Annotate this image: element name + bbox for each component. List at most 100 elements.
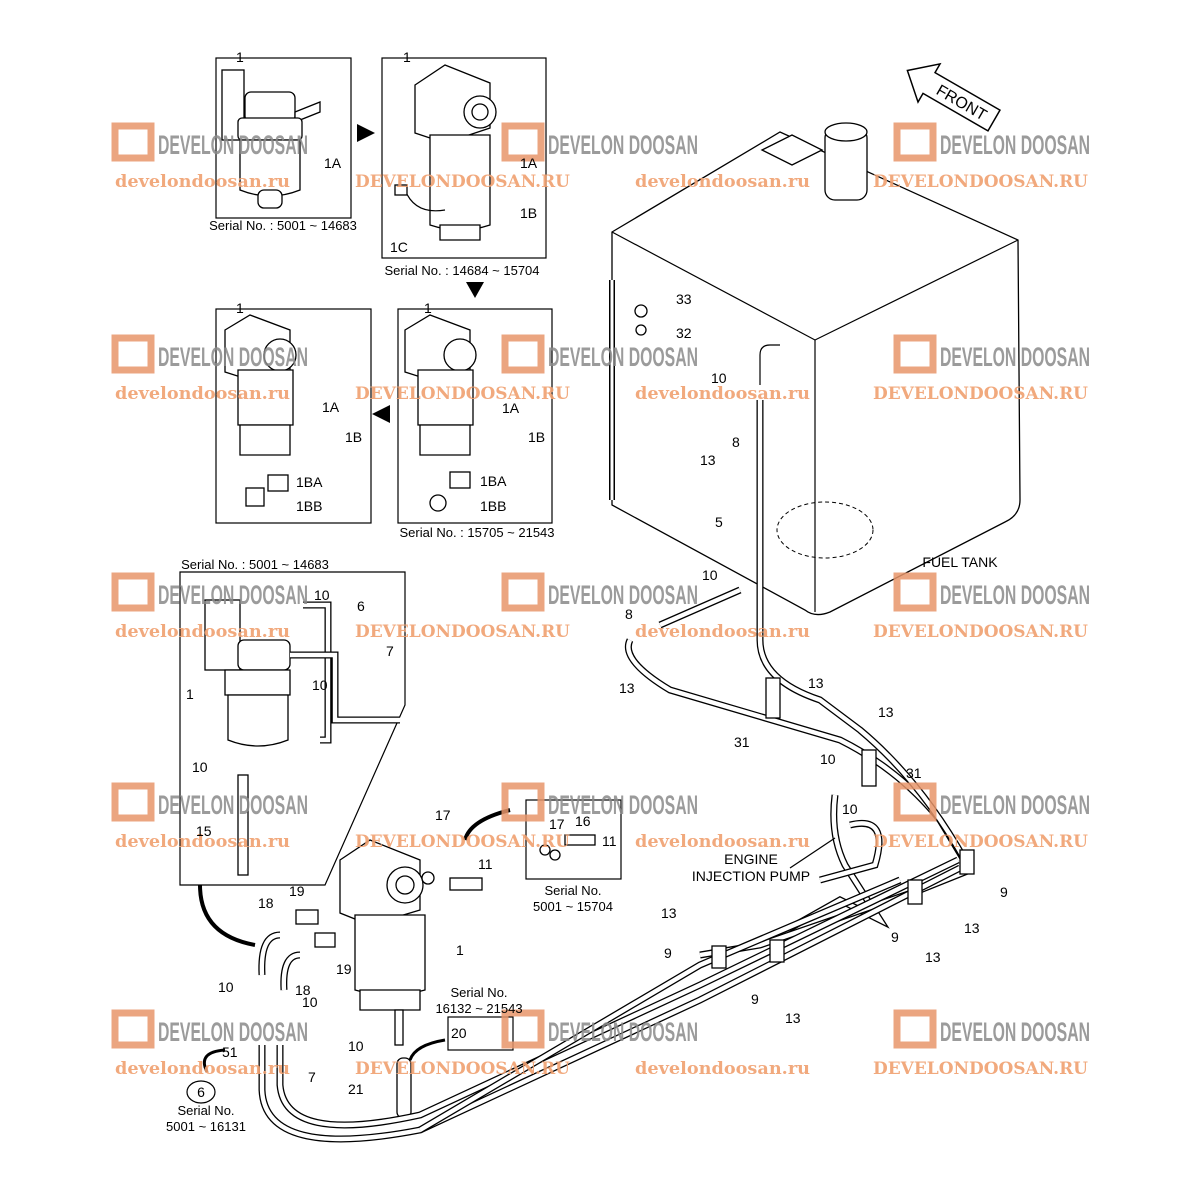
serial-box5: Serial No. : 5001 ~ 14683 (181, 557, 329, 572)
watermark-url: develondoosan.ru (115, 172, 290, 192)
watermark-url: DEVELONDOOSAN.RU (355, 384, 570, 404)
part-label: 1C (390, 239, 408, 255)
part-label: 9 (891, 929, 899, 945)
part-label: 11 (478, 856, 493, 872)
part-label: 18 (258, 895, 274, 911)
watermark-url: DEVELONDOOSAN.RU (873, 832, 1088, 852)
fuel-tank (258, 122, 1021, 1143)
filter-drawings (198, 64, 596, 1119)
part-label: 1 (236, 49, 244, 65)
serial-small-1: Serial No. (544, 883, 601, 898)
part-label: 1BB (480, 498, 506, 514)
arrow-left-icon (372, 405, 390, 423)
part-label: 11 (602, 833, 617, 849)
watermark-url: develondoosan.ru (115, 1059, 290, 1079)
watermark-logo-icon (501, 122, 545, 162)
serial-part6-1: Serial No. (177, 1103, 234, 1118)
part-label: 10 (348, 1038, 364, 1054)
watermark-logo-text: DEVELON DOOSAN (940, 342, 1090, 372)
detail-box-2 (381, 57, 547, 259)
part-label: 10 (842, 801, 858, 817)
watermark-logo-icon (111, 1009, 155, 1049)
watermark-url: develondoosan.ru (115, 832, 290, 852)
watermark-logo-icon (111, 572, 155, 612)
detail-boxes (179, 57, 622, 1051)
part-label: 10 (820, 751, 836, 767)
injection-pump-label: INJECTION PUMP (692, 868, 810, 884)
part-label: 1 (186, 686, 194, 702)
watermark-logo-text: DEVELON DOOSAN (940, 580, 1090, 610)
watermark-logo-icon (501, 1009, 545, 1049)
part-label: 10 (302, 994, 318, 1010)
part-label: 31 (734, 734, 750, 750)
watermark-url: develondoosan.ru (635, 832, 810, 852)
part-label: 9 (1000, 884, 1008, 900)
watermark-logo-text: DEVELON DOOSAN (548, 130, 698, 160)
detail-box-part20 (447, 1016, 514, 1051)
watermark-logo-text: DEVELON DOOSAN (158, 130, 308, 160)
detail-box-small (525, 799, 622, 880)
part-label: 9 (751, 991, 759, 1007)
part-label: 32 (676, 325, 692, 341)
watermark-url: develondoosan.ru (115, 384, 290, 404)
serial-part20-2: 16132 ~ 21543 (435, 1001, 522, 1016)
part-label: 10 (192, 759, 208, 775)
part-label: 1A (322, 399, 340, 415)
part-label: 13 (925, 949, 941, 965)
watermark-url: DEVELONDOOSAN.RU (355, 1059, 570, 1079)
arrow-right-icon (357, 124, 375, 142)
part-label: 1 (424, 300, 432, 316)
watermark-logo-icon (111, 122, 155, 162)
arrow-down-icon (466, 282, 484, 298)
part-label: 1 (403, 49, 411, 65)
part-label: 1 (236, 300, 244, 316)
captions: Serial No. : 5001 ~ 14683 Serial No. : 1… (166, 218, 998, 1134)
part-label: 13 (964, 920, 980, 936)
part-label: 13 (878, 704, 894, 720)
watermark-logo-text: DEVELON DOOSAN (158, 1017, 308, 1047)
part-label: 10 (312, 677, 328, 693)
part-label: 13 (619, 680, 635, 696)
watermark-logo-icon (893, 122, 937, 162)
watermark-logo-text: DEVELON DOOSAN (548, 790, 698, 820)
watermark-url: DEVELONDOOSAN.RU (355, 172, 570, 192)
part-label: 16 (575, 813, 591, 829)
part-label: 10 (314, 587, 330, 603)
watermark-logo-icon (111, 782, 155, 822)
watermark-url: DEVELONDOOSAN.RU (873, 172, 1088, 192)
watermark-logo-text: DEVELON DOOSAN (940, 790, 1090, 820)
part-label: 21 (348, 1081, 364, 1097)
part-label: 13 (700, 452, 716, 468)
part-label: 6 (357, 598, 365, 614)
part-label: 1A (502, 400, 520, 416)
part-label: 10 (218, 979, 234, 995)
watermark-logo-text: DEVELON DOOSAN (158, 580, 308, 610)
watermark-url: develondoosan.ru (635, 622, 810, 642)
watermark-url: DEVELONDOOSAN.RU (873, 384, 1088, 404)
engine-label: ENGINE (724, 851, 778, 867)
part-label: 1BB (296, 498, 322, 514)
part-label: 1 (456, 942, 464, 958)
part-label: 51 (222, 1044, 238, 1060)
detail-box-4 (397, 308, 553, 524)
detail-box-3 (215, 308, 372, 524)
part-label: 13 (808, 675, 824, 691)
watermark-logo-text: DEVELON DOOSAN (940, 130, 1090, 160)
watermark-url: develondoosan.ru (635, 1059, 810, 1079)
part-label: 1BA (296, 474, 323, 490)
watermark-url: DEVELONDOOSAN.RU (873, 1059, 1088, 1079)
watermark-logo-icon (111, 334, 155, 374)
serial-box1: Serial No. : 5001 ~ 14683 (209, 218, 357, 233)
part-label: 1A (520, 155, 538, 171)
watermark-logo-text: DEVELON DOOSAN (940, 1017, 1090, 1047)
part-label: 1A (324, 155, 342, 171)
watermark-url: DEVELONDOOSAN.RU (873, 622, 1088, 642)
part-label: 10 (702, 567, 718, 583)
serial-small-2: 5001 ~ 15704 (533, 899, 613, 914)
watermark-logo-icon (893, 1009, 937, 1049)
part-label: 9 (664, 945, 672, 961)
part-labels: 11A11A1B1C11A1B1BA1BB11A1B1BA1BB10671011… (186, 49, 1008, 1097)
serial-box4: Serial No. : 15705 ~ 21543 (399, 525, 554, 540)
